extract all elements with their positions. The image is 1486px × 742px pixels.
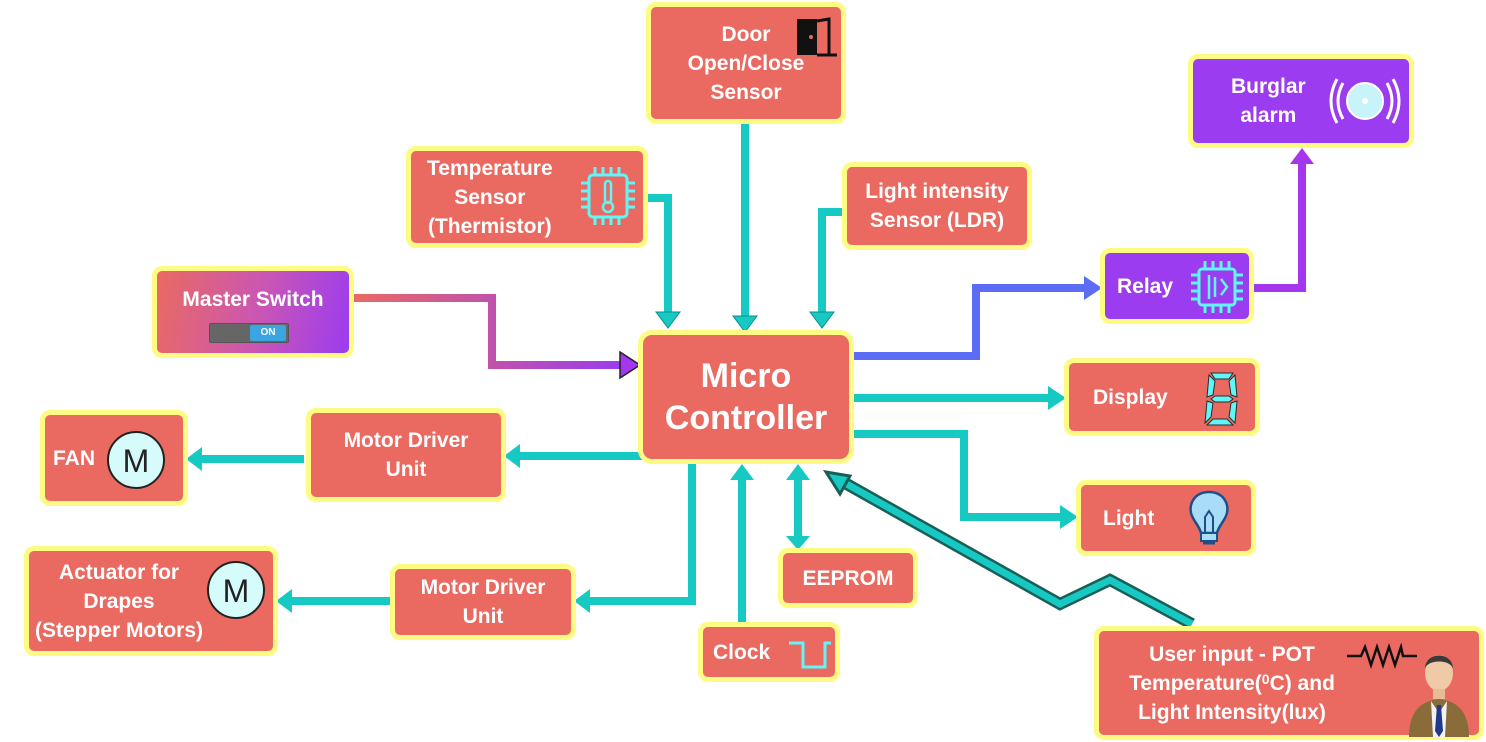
arrowhead-ldr (809, 311, 835, 329)
user-input-line-2: Temperature(0C) and (1109, 669, 1355, 698)
temperature-sensor-label: Temperature Sensor (Thermistor) (427, 156, 553, 238)
fan-node: FAN M (40, 410, 188, 506)
actuator-drapes-node: Actuator for Drapes (Stepper Motors) M (24, 546, 278, 656)
light-node: Light (1076, 480, 1256, 556)
arrowhead-temp (655, 311, 681, 329)
burglar-alarm-node: Burglar alarm (1188, 54, 1414, 148)
motor-driver-unit-2-label: Motor Driver Unit (420, 576, 546, 628)
micro-controller-node: Micro Controller (638, 330, 854, 464)
arrowhead-md2 (574, 589, 590, 613)
clock-node: Clock (698, 622, 840, 682)
arrowhead-eeprom-down (786, 536, 810, 550)
door-sensor-label: Door Open/Close Sensor (687, 22, 805, 104)
person-icon (1409, 655, 1469, 737)
user-input-line-3: Light Intensity(lux) (1138, 700, 1326, 724)
clock-label: Clock (713, 640, 771, 664)
alarm-icon (1329, 78, 1401, 124)
arrowhead-relay (1084, 276, 1102, 300)
arrowhead-eeprom-up (786, 464, 810, 480)
temperature-sensor-node: Temperature Sensor (Thermistor) (406, 146, 648, 248)
wire-master-to-mc (350, 294, 622, 369)
motor-icon: M (107, 431, 165, 489)
arrowhead-clock (730, 464, 754, 480)
relay-node: Relay (1100, 248, 1254, 324)
arrowhead-light (1060, 505, 1078, 529)
master-switch-label: Master Switch (182, 288, 324, 311)
door-sensor-node: Door Open/Close Sensor (646, 2, 846, 124)
resistor-icon (1347, 643, 1417, 669)
thermometer-chip-icon (581, 167, 635, 225)
actuator-drapes-label: Actuator for Drapes (Stepper Motors) (35, 560, 203, 642)
burglar-alarm-label: Burglar alarm (1231, 75, 1306, 127)
toggle-switch-icon[interactable]: ON (209, 323, 289, 343)
relay-label: Relay (1117, 274, 1174, 298)
arrowhead-md1 (504, 444, 520, 468)
micro-controller-label: Micro Controller (664, 357, 828, 437)
wire-relay-to-alarm (1252, 164, 1306, 292)
eeprom-label: EEPROM (802, 566, 894, 590)
arrowhead-alarm (1290, 148, 1314, 164)
relay-chip-icon (1191, 261, 1243, 313)
arrowhead-actuator (276, 589, 292, 613)
user-input-node: User input - POT Temperature(0C) and Lig… (1094, 626, 1484, 740)
degree-superscript: 0 (1261, 670, 1270, 687)
wire-mc-to-light (852, 430, 1062, 521)
motor-driver-unit-1-label: Motor Driver Unit (343, 429, 469, 481)
user-input-label: User input - POT Temperature(0C) and Lig… (1109, 640, 1355, 727)
lightbulb-icon (1189, 490, 1229, 545)
toggle-on-label: ON (250, 325, 286, 341)
arrowhead-door (732, 315, 758, 333)
door-icon (797, 17, 837, 57)
master-switch-node: Master Switch ON (152, 266, 354, 358)
arrowhead-fan (186, 447, 202, 471)
light-label: Light (1103, 506, 1155, 530)
user-input-line-1: User input - POT (1149, 642, 1315, 666)
ldr-sensor-label: Light intensity Sensor (LDR) (865, 180, 1009, 232)
wire-mc-to-relay (852, 284, 1086, 360)
seven-segment-icon (1204, 372, 1238, 426)
motor-driver-unit-2-node: Motor Driver Unit (390, 564, 576, 640)
fan-label: FAN (53, 446, 95, 470)
arrowhead-user (822, 469, 853, 497)
eeprom-node: EEPROM (778, 548, 918, 608)
user-input-line-2-post: C) and (1269, 671, 1335, 695)
display-label: Display (1093, 385, 1168, 409)
ldr-sensor-node: Light intensity Sensor (LDR) (842, 162, 1032, 250)
wire-ldr-to-mc (818, 208, 846, 312)
arrowhead-master (619, 350, 642, 380)
clock-pulse-icon (789, 641, 831, 669)
user-input-line-2-pre: Temperature( (1129, 671, 1262, 695)
wire-temp-to-mc (648, 194, 672, 312)
motor-driver-unit-1-node: Motor Driver Unit (306, 408, 506, 502)
motor-icon: M (207, 561, 265, 619)
arrowhead-display (1048, 386, 1066, 410)
display-node: Display (1064, 358, 1260, 436)
wire-mc-to-md2 (588, 462, 696, 605)
